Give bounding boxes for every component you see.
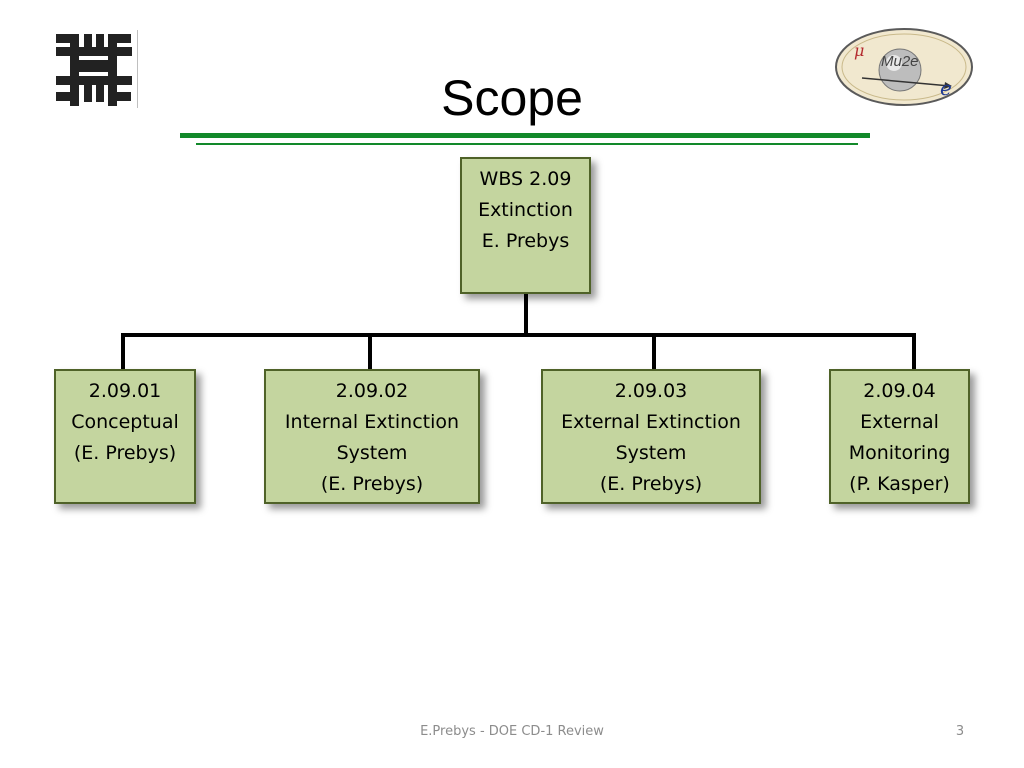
org-root-line2: Extinction	[478, 199, 573, 221]
connector-child-2	[368, 333, 372, 370]
connector-horizontal	[123, 333, 916, 337]
org-child-2-line2: Internal Extinction	[284, 411, 460, 433]
org-child-1-line2: Conceptual	[71, 411, 179, 433]
org-child-3-line1: 2.09.03	[614, 380, 688, 402]
org-child-4-line3: Monitoring	[848, 442, 951, 464]
org-root-line3: E. Prebys	[481, 230, 570, 252]
fermilab-logo-icon	[50, 30, 140, 110]
title-rule-thick	[180, 133, 870, 138]
title-rule-thin	[196, 143, 858, 145]
connector-child-4	[912, 333, 916, 370]
connector-root-down	[524, 293, 528, 336]
org-root-box: WBS 2.09 Extinction E. Prebys	[460, 157, 591, 294]
connector-child-3	[652, 333, 656, 370]
org-child-4-line1: 2.09.04	[863, 380, 936, 402]
org-child-box-3: 2.09.03 External Extinction System (E. P…	[541, 369, 761, 504]
org-child-3-line4: (E. Prebys)	[599, 473, 703, 495]
logo-divider	[137, 30, 138, 108]
svg-text:e: e	[940, 76, 952, 100]
org-root-line1: WBS 2.09	[479, 168, 572, 190]
org-child-4-line2: External	[860, 411, 939, 433]
connector-child-1	[121, 333, 125, 370]
page-number: 3	[955, 724, 965, 739]
slide-title: Scope	[441, 70, 583, 126]
mu2e-logo-text: Mu2e	[881, 53, 919, 70]
org-child-3-line3: System	[615, 442, 687, 464]
org-child-box-4: 2.09.04 External Monitoring (P. Kasper)	[829, 369, 970, 504]
org-child-2-line1: 2.09.02	[335, 380, 409, 402]
svg-text:μ: μ	[854, 41, 864, 60]
slide-footer: E.Prebys - DOE CD-1 Review	[420, 724, 604, 739]
org-child-4-line4: (P. Kasper)	[849, 473, 950, 495]
org-child-3-line2: External Extinction	[561, 411, 741, 433]
org-child-2-line4: (E. Prebys)	[320, 473, 424, 495]
org-child-box-1: 2.09.01 Conceptual (E. Prebys)	[54, 369, 196, 504]
org-child-1-line3: (E. Prebys)	[73, 442, 177, 464]
org-child-2-line3: System	[336, 442, 408, 464]
mu2e-logo-icon: μ e Mu2e	[832, 26, 977, 108]
org-child-1-line1: 2.09.01	[88, 380, 162, 402]
org-child-box-2: 2.09.02 Internal Extinction System (E. P…	[264, 369, 480, 504]
